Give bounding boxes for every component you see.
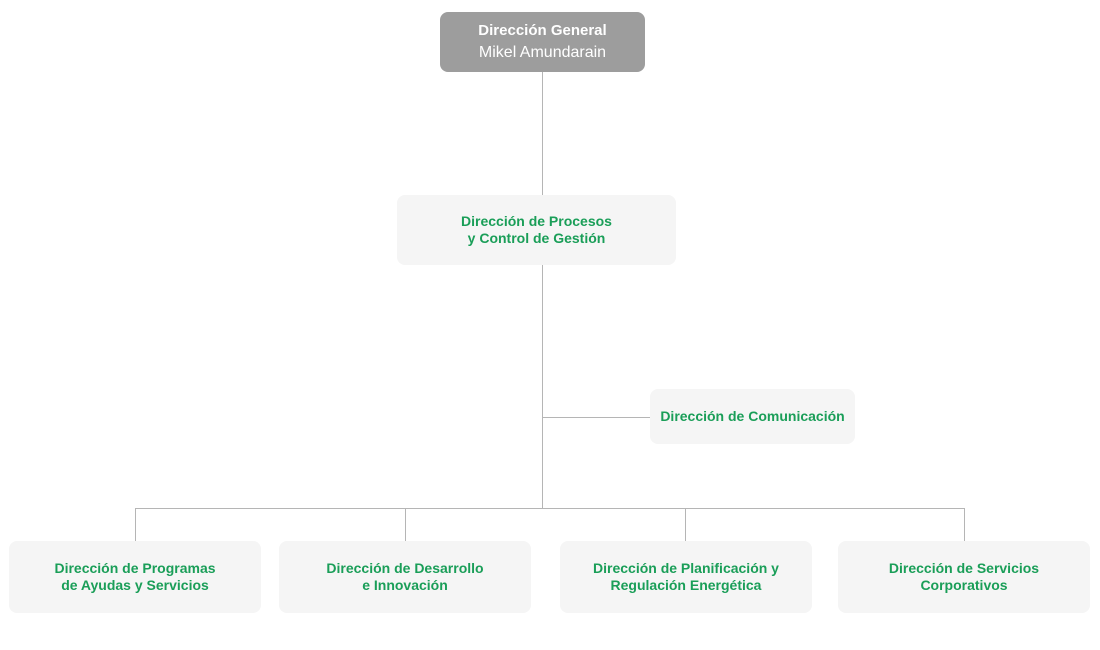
node-label-line2: e Innovación	[362, 577, 448, 593]
node-label-line2: Regulación Energética	[610, 577, 762, 593]
node-direccion-planificacion: Dirección de Planificación y Regulación …	[560, 541, 812, 613]
connector-drop-2	[405, 508, 406, 541]
node-direccion-desarrollo: Dirección de Desarrollo e Innovación	[279, 541, 531, 613]
connector-head-to-procesos	[542, 72, 543, 195]
node-direccion-servicios: Dirección de Servicios Corporativos	[838, 541, 1090, 613]
node-label-line1: Dirección de Comunicación	[660, 408, 845, 424]
node-label-line2: y Control de Gestión	[467, 230, 606, 246]
connector-bottom-bus	[135, 508, 965, 509]
connector-drop-3	[685, 508, 686, 541]
node-label-line1: Dirección de Desarrollo	[326, 560, 484, 576]
node-person-name: Mikel Amundarain	[478, 44, 607, 61]
node-label-line1: Dirección de Procesos	[461, 213, 612, 229]
node-label-line2: Corporativos	[920, 577, 1008, 593]
node-direccion-procesos: Dirección de Procesos y Control de Gesti…	[397, 195, 676, 265]
node-label-line1: Dirección de Programas	[54, 560, 216, 576]
node-direccion-programas: Dirección de Programas de Ayudas y Servi…	[9, 541, 261, 613]
node-label-line1: Dirección de Servicios	[888, 560, 1040, 576]
node-label-line1: Dirección de Planificación y	[593, 560, 779, 576]
connector-trunk	[542, 265, 543, 509]
node-label-line2: de Ayudas y Servicios	[61, 577, 209, 593]
connector-drop-1	[135, 508, 136, 541]
node-direccion-comunicacion: Dirección de Comunicación	[650, 389, 855, 444]
connector-drop-4	[964, 508, 965, 541]
connector-comunicacion-branch	[542, 417, 650, 418]
node-title: Dirección General	[478, 22, 607, 39]
node-direccion-general: Dirección General Mikel Amundarain	[440, 12, 645, 72]
